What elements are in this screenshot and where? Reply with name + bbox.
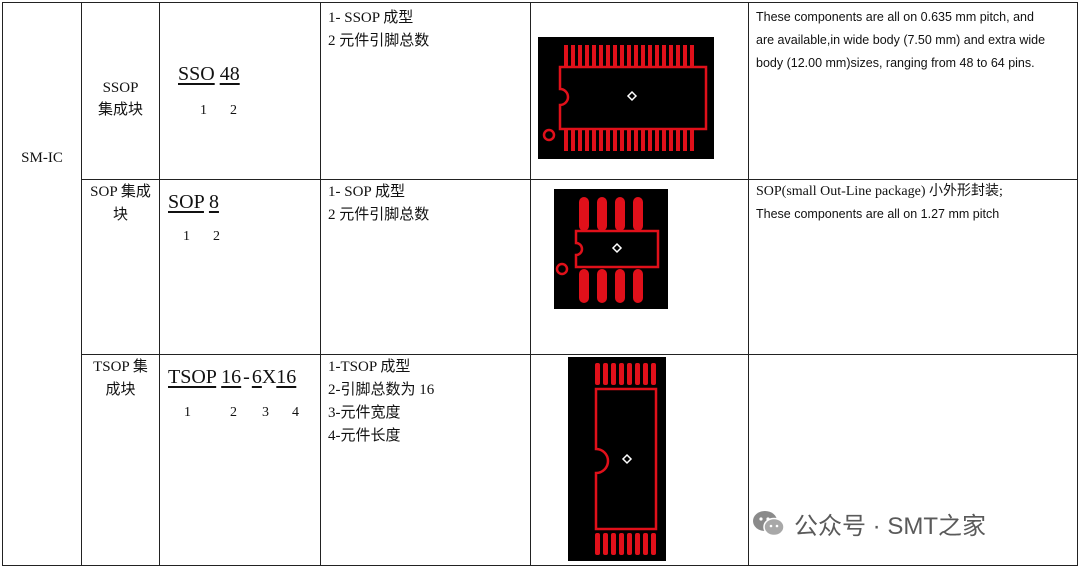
note-line: These components are all on 0.635 mm pit… (756, 10, 1034, 24)
code-index-2: 2 (213, 229, 220, 244)
desc-line: 2-引脚总数为 16 (328, 382, 435, 398)
code-index-1: 1 (183, 229, 190, 244)
code-part-2: 48 (219, 63, 240, 85)
type-label-line1: TSOP 集 (93, 359, 148, 375)
category-label: SM-IC (21, 150, 63, 166)
type-label-line1: SSOP (102, 80, 139, 96)
desc-line: 3-元件宽度 (328, 405, 401, 421)
note-line: These components are all on 1.27 mm pitc… (756, 207, 1000, 221)
tsop-footprint-image (568, 357, 666, 561)
watermark: 公众号 · SMT之家 (752, 506, 986, 541)
note-line: SOP(small Out-Line package) 小外形封装; (756, 184, 1003, 199)
desc-line: 4-元件长度 (328, 428, 401, 444)
type-label-line2: 块 (112, 207, 128, 223)
code-index-3: 3 (262, 405, 269, 420)
code-part-4: 6 (251, 366, 262, 388)
code-index-1: 1 (184, 405, 191, 420)
code-part-1: TSOP (168, 366, 217, 388)
code-part-2: 8 (208, 191, 219, 213)
code-part-1: SOP (168, 191, 204, 213)
sop-footprint-image (554, 189, 668, 309)
wechat-icon (752, 509, 786, 539)
desc-line: 1- SOP 成型 (328, 184, 405, 200)
desc-line: 1-TSOP 成型 (328, 359, 411, 375)
part-code: SOP 8 (168, 191, 219, 214)
type-label-line2: 集成块 (97, 102, 143, 118)
code-part-3: - (243, 366, 250, 388)
code-part-2: 16 (221, 366, 242, 388)
watermark-text: 公众号 · SMT之家 (794, 513, 986, 540)
code-index-1: 1 (200, 103, 207, 118)
code-part-1: SSO (178, 63, 215, 85)
desc-line: 2 元件引脚总数 (328, 207, 430, 223)
code-index-2: 2 (230, 405, 237, 420)
code-index-2: 2 (230, 103, 237, 118)
type-label-line2: 成块 (105, 382, 136, 398)
desc-line: 2 元件引脚总数 (328, 33, 430, 49)
note-line: body (12.00 mm)sizes, ranging from 48 to… (756, 56, 1035, 70)
part-code: TSOP 16-6X16 (168, 366, 296, 389)
code-part-6: 16 (276, 366, 297, 388)
part-code: SSO 48 (178, 63, 240, 86)
type-label-line1: SOP 集成 (90, 184, 151, 200)
ssop-footprint-image (538, 37, 714, 159)
desc-line: 1- SSOP 成型 (328, 10, 414, 26)
code-index-4: 4 (292, 405, 299, 420)
note-line: are available,in wide body (7.50 mm) and… (756, 33, 1046, 47)
code-part-5: X (261, 366, 277, 388)
